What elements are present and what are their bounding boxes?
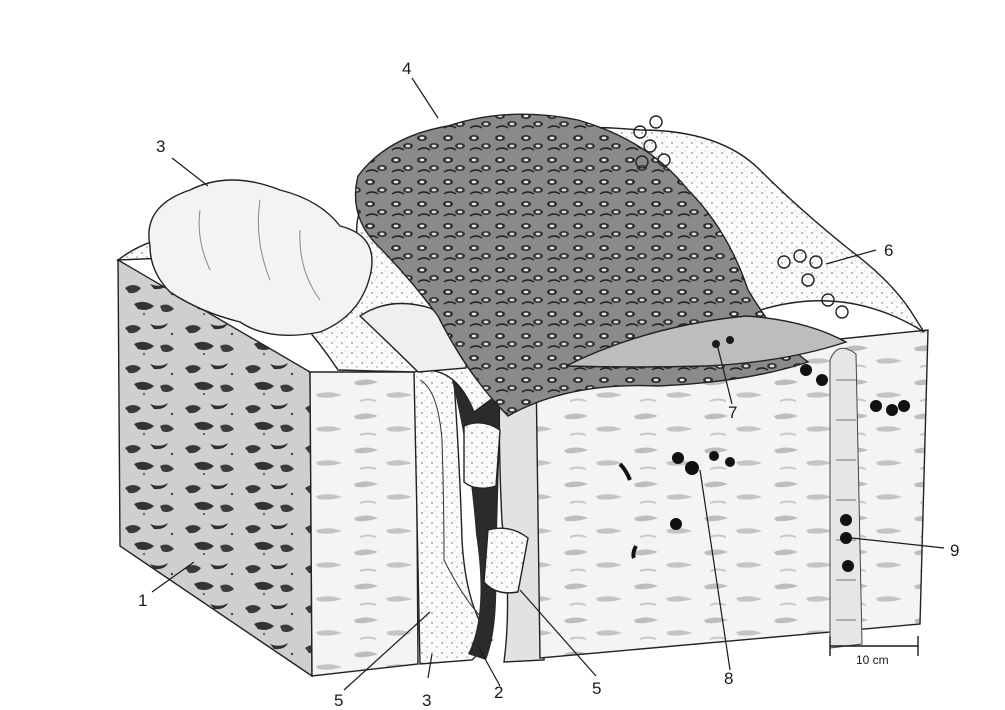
callout-1: 1 bbox=[138, 591, 147, 610]
callout-3-top: 3 bbox=[156, 137, 165, 156]
scale-bar-label: 10 cm bbox=[856, 653, 889, 667]
callout-5-right: 5 bbox=[592, 679, 601, 698]
middle-block-face bbox=[310, 372, 418, 676]
callout-3-bottom: 3 bbox=[422, 691, 431, 710]
callout-6: 6 bbox=[884, 241, 893, 260]
callout-9: 9 bbox=[950, 541, 959, 560]
callout-8: 8 bbox=[724, 669, 733, 688]
callout-4: 4 bbox=[402, 59, 411, 78]
callout-2: 2 bbox=[494, 683, 503, 702]
callout-5-left: 5 bbox=[334, 691, 343, 710]
callout-7: 7 bbox=[728, 403, 737, 422]
vertical-burrow bbox=[830, 348, 862, 648]
